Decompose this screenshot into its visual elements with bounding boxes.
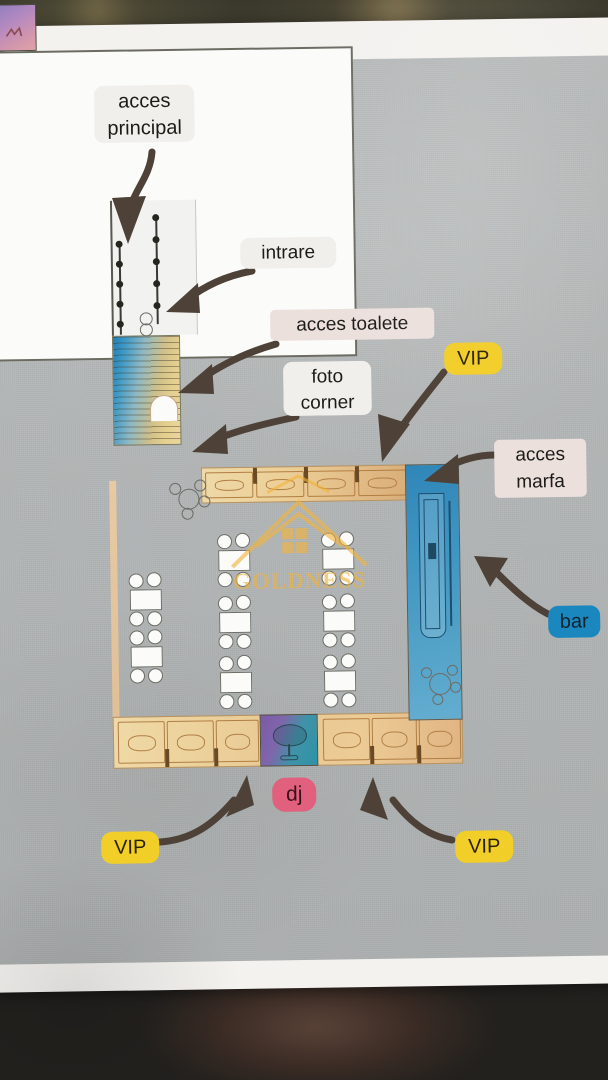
label-line: marfa	[516, 471, 566, 493]
bar-sink	[428, 543, 437, 560]
booth-post	[252, 467, 258, 484]
label-foto-corner: foto corner	[283, 360, 372, 417]
label-line: acces	[515, 443, 566, 466]
booth	[371, 717, 418, 761]
label-acces-principal: acces principal	[94, 84, 195, 143]
label-bar: bar	[548, 605, 601, 639]
barrier-post	[115, 260, 123, 268]
label-line: VIP	[467, 835, 501, 858]
label-line: intrare	[261, 241, 316, 264]
booth-post	[303, 466, 309, 483]
dj-base	[280, 755, 299, 761]
booth	[357, 469, 407, 497]
wall-strip-left	[109, 480, 120, 731]
booth	[166, 720, 215, 764]
booth	[204, 471, 254, 499]
barrier-post	[152, 258, 160, 266]
barrier-post	[152, 236, 160, 244]
label-line: dj	[285, 782, 303, 806]
booth	[306, 470, 356, 497]
barrier-post	[152, 214, 160, 222]
zone-foto-corner	[0, 3, 37, 52]
label-vip-bottom-right: VIP	[455, 830, 514, 864]
bar-rail	[448, 500, 453, 626]
booth-post	[354, 466, 360, 483]
booth-post	[214, 748, 219, 767]
booth	[255, 470, 305, 498]
label-vip-top: VIP	[444, 342, 503, 376]
label-line: principal	[94, 114, 195, 143]
barrier-post	[116, 320, 124, 328]
booth	[322, 718, 371, 761]
zone-dj-booth	[259, 713, 319, 767]
label-intrare: intrare	[240, 236, 337, 270]
label-line: foto	[311, 366, 344, 388]
label-acces-marfa: acces marfa	[494, 438, 587, 499]
booth	[215, 719, 260, 763]
label-line: corner	[283, 389, 372, 417]
booth-post	[370, 745, 375, 765]
label-vip-bottom-left: VIP	[101, 831, 160, 865]
label-acces-toalete: acces toalete	[270, 307, 435, 342]
label-line: acces	[117, 89, 171, 113]
label-line: acces toalete	[296, 312, 409, 336]
label-line: bar	[559, 610, 589, 633]
barrier-post	[116, 300, 124, 308]
zone-vip-booths-top	[200, 464, 410, 504]
foto-corner-arch	[149, 394, 179, 422]
zone-stairs	[111, 334, 182, 446]
label-line: VIP	[113, 836, 147, 859]
booth	[117, 721, 166, 764]
label-dj: dj	[272, 777, 317, 812]
dj-umbrella-icon	[272, 723, 308, 747]
booth-post	[417, 745, 422, 764]
barrier-post	[153, 302, 161, 310]
zone-bar	[404, 463, 463, 721]
label-line: VIP	[456, 347, 490, 370]
booth-post	[165, 749, 170, 768]
booth	[418, 716, 462, 760]
barrier-post	[153, 280, 161, 288]
barrier-post	[115, 240, 123, 248]
bar-counter-inner	[423, 499, 441, 630]
barrier-post	[116, 280, 124, 288]
